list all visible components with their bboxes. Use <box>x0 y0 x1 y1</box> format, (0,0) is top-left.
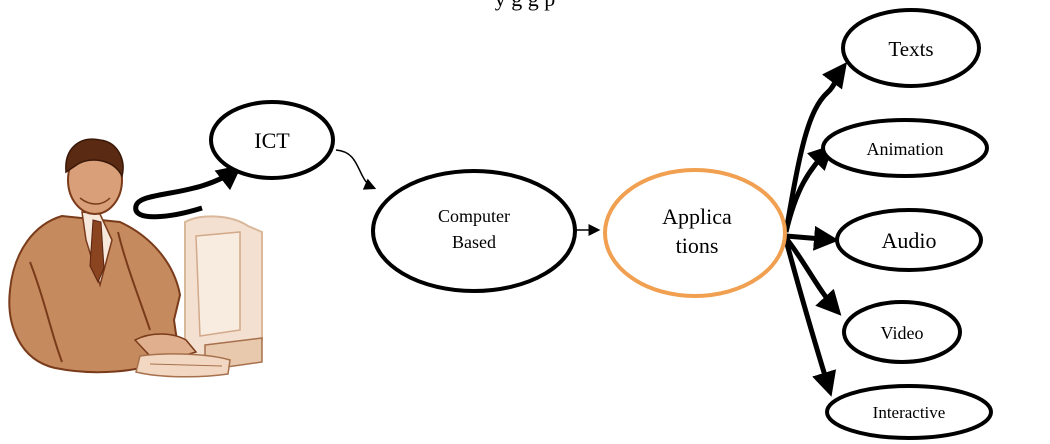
node-audio-label: Audio <box>882 228 937 253</box>
node-ict-label: ICT <box>254 128 290 153</box>
arrow-person-to-ict <box>133 164 242 220</box>
person-at-computer-icon <box>8 138 263 378</box>
arrow-to-interactive <box>783 239 837 397</box>
arrow-to-texts <box>783 61 847 233</box>
node-animation-label: Animation <box>867 139 944 159</box>
node-computer-based-label-line1: Computer <box>438 206 510 226</box>
node-video-label: Video <box>881 323 924 343</box>
arrow-to-video <box>784 236 842 316</box>
node-texts: Texts <box>841 8 981 88</box>
node-applications-label-line1: Applica <box>662 204 732 229</box>
page-title: y g g p <box>0 0 1050 12</box>
node-interactive-label: Interactive <box>873 403 946 422</box>
node-applications-label-line2: tions <box>676 233 719 258</box>
node-audio: Audio <box>835 208 983 272</box>
node-animation: Animation <box>821 118 989 178</box>
node-applications: Applica tions <box>603 168 787 298</box>
arrow-ict-to-computer-based <box>335 149 377 190</box>
node-video: Video <box>842 300 962 364</box>
node-texts-label: Texts <box>888 37 933 61</box>
arrow-to-audio <box>785 225 839 251</box>
node-interactive: Interactive <box>825 384 993 440</box>
node-computer-based: Computer Based <box>371 169 577 293</box>
node-ict: ICT <box>209 100 335 180</box>
node-computer-based-label-line2: Based <box>452 232 496 252</box>
